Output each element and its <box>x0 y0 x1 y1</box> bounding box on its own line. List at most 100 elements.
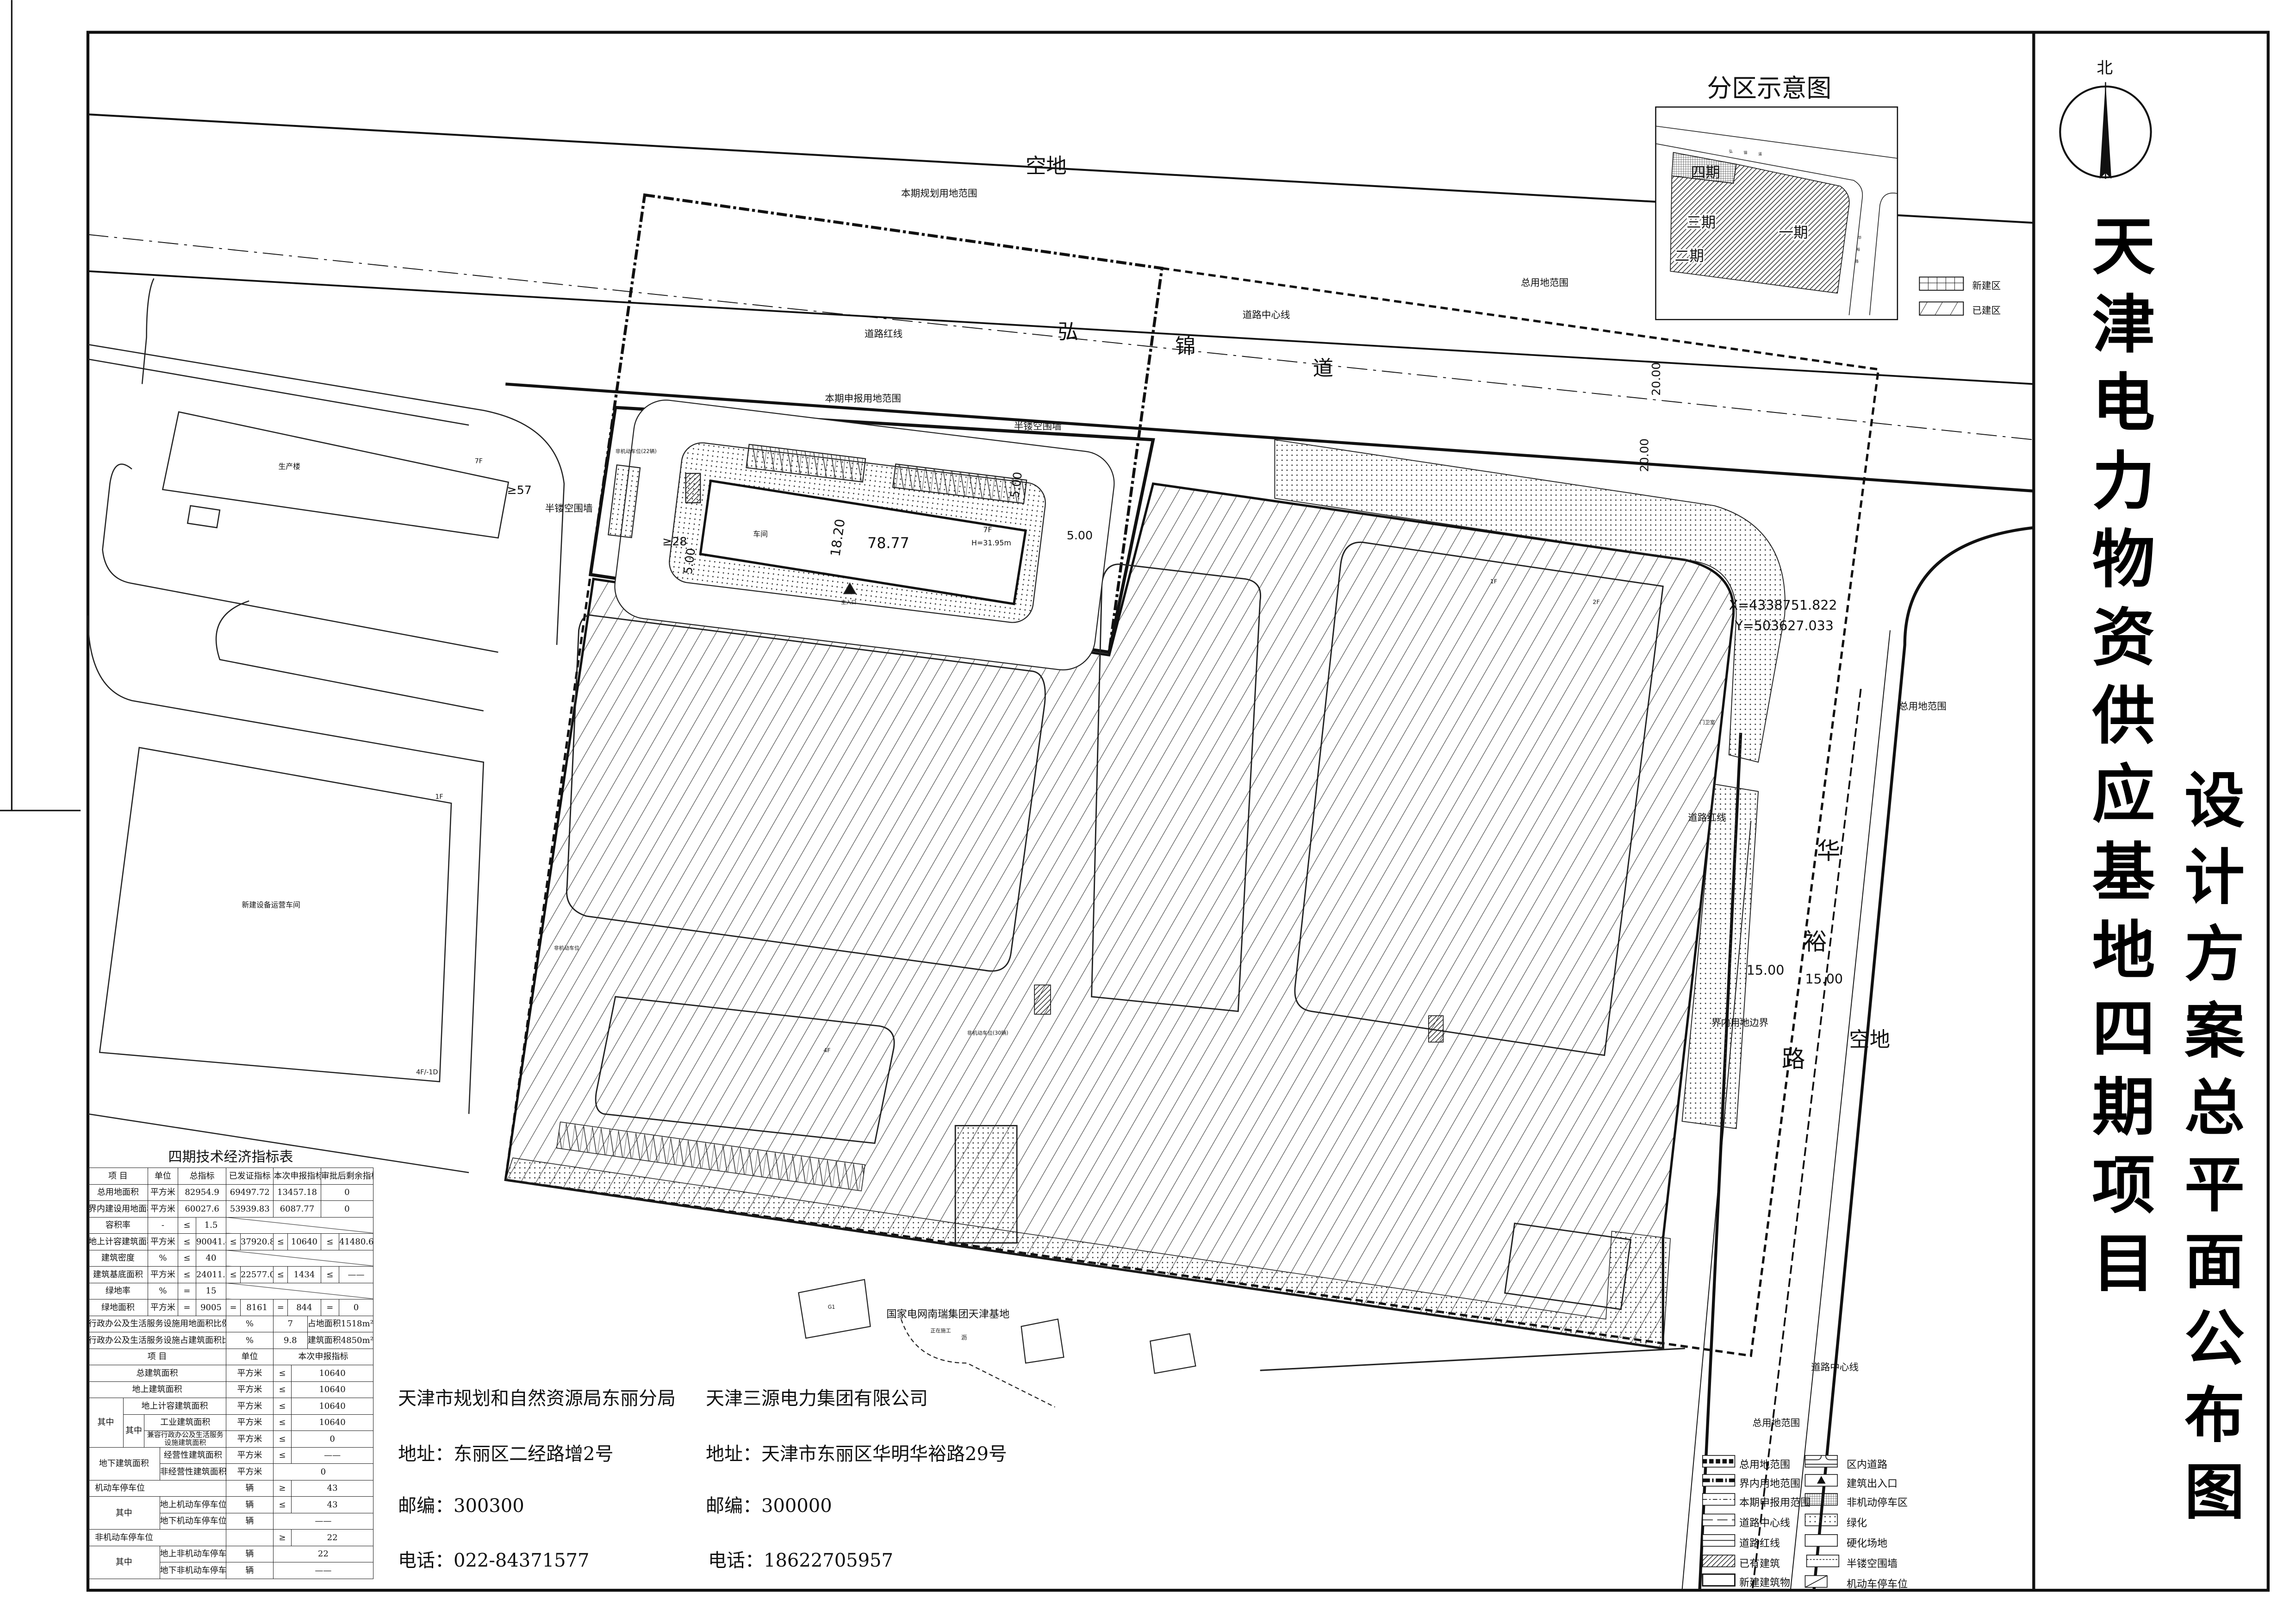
cell-issued: 37920.8 <box>240 1233 274 1250</box>
header-cell: 已发证指标 <box>226 1168 274 1185</box>
road-name-jin: 锦 <box>1175 335 1195 358</box>
cell-op: ≤ <box>320 1233 340 1250</box>
cell-op: ≤ <box>273 1365 292 1382</box>
cell-remaining: 0 <box>320 1184 374 1201</box>
cell-total: 1.5 <box>195 1217 227 1234</box>
table-row: 机动车停车位 辆 ≥ 43 <box>87 1480 373 1497</box>
cell-value: 10640 <box>291 1414 373 1431</box>
cell-op: ≤ <box>273 1381 292 1398</box>
cell-op: ≤ <box>273 1266 288 1283</box>
cell-op: = <box>320 1299 340 1316</box>
table-area-parking: 项 目 单位 本次申报指标 总建筑面积 平方米 ≤ 10640 地上建筑面积 平… <box>87 1348 374 1579</box>
cell-unit <box>226 1529 274 1546</box>
cell-item: 绿地面积 <box>88 1299 148 1316</box>
table-row: 绿地面积 平方米 = 9005 = 8161 = 844 = 0 <box>88 1299 373 1316</box>
table-row: 界内建设用地面积 平方米 60027.6 53939.83 6087.77 0 <box>88 1200 374 1218</box>
header-cell: 总指标 <box>178 1168 227 1185</box>
cell-item: 机动车停车位 <box>87 1480 227 1497</box>
legend-item: 非机动停车区 <box>1847 1497 1908 1509</box>
cell-op: ≥ <box>273 1529 292 1546</box>
label-plan-boundary: 本期规划用地范围 <box>901 187 977 199</box>
key-legend-existing: 已建区 <box>1972 305 2001 316</box>
label-entrance: 主入口 <box>841 599 856 605</box>
cell-item: 建筑基底面积 <box>88 1266 148 1283</box>
factory-building <box>566 614 1046 972</box>
cell-empty <box>226 1217 373 1234</box>
cell-empty <box>226 1249 373 1267</box>
table-row: 行政办公及生活服务设施占建筑面积比例 % 9.8 建筑面积4850m² <box>87 1332 374 1349</box>
cell-unit: 平方米 <box>147 1266 179 1283</box>
legend-item: 新建建筑物 <box>1739 1577 1791 1589</box>
dim-28: ≥28 <box>662 534 687 548</box>
tech-indicator-table: 四期技术经济指标表 项 目 单位 总指标 已发证指标 本次申报指标 审批后剩余指… <box>87 1147 374 1579</box>
cell-unit: 平方米 <box>226 1365 274 1382</box>
table-admin: 行政办公及生活服务设施用地面积比例 % 7 占地面积1518m² 行政办公及生活… <box>87 1315 374 1349</box>
cell-value: 22 <box>291 1529 373 1546</box>
label-4f: 4F <box>823 1047 830 1054</box>
project-title: 天津电力物资供应基地四期项目 <box>2081 213 2154 1308</box>
cell-op: = <box>273 1299 288 1316</box>
dim-5b: 5.00 <box>1067 528 1093 542</box>
label-road-center-north: 道路中心线 <box>1243 309 1290 320</box>
authority-phone: 电话：022-84371577 <box>398 1550 590 1571</box>
label-g1: G1 <box>828 1304 835 1310</box>
middle-building <box>1091 563 1261 1012</box>
legend-item: 硬化场地 <box>1847 1538 1888 1549</box>
cell-item: 地下机动车停车位 <box>159 1512 227 1530</box>
cell-item: 总建筑面积 <box>87 1365 227 1382</box>
cell-unit: % <box>147 1249 179 1267</box>
cell-current: 10640 <box>287 1233 321 1250</box>
label-bike: 非机动车位 <box>554 945 579 951</box>
label-fence-west: 半镂空围墙 <box>545 503 593 514</box>
cell-op: ≤ <box>273 1496 292 1513</box>
table-row: 地下建筑面积 经营性建筑面积 平方米 ≤ —— <box>88 1447 373 1480</box>
cell-unit: - <box>147 1217 179 1234</box>
legend-item: 道路红线 <box>1739 1538 1780 1549</box>
table-row: 建筑基底面积 平方米 ≤ 24011.04 ≤ 22577.04 ≤ 1434 … <box>88 1266 373 1283</box>
table-row: 行政办公及生活服务设施用地面积比例 % 7 占地面积1518m² <box>87 1315 374 1332</box>
key-road-5: 裕 <box>1856 247 1860 251</box>
workshop-height: H=31.95m <box>971 538 1011 547</box>
cell-op: ≤ <box>226 1266 241 1283</box>
cell-empty <box>226 1282 373 1299</box>
coord-y: Y=503627.033 <box>1734 618 1833 633</box>
cell-among: 其中 <box>88 1545 160 1579</box>
cell-item: 地上计容建筑面积 <box>123 1398 227 1415</box>
cell-item: 非经营性建筑面积 <box>159 1463 227 1480</box>
legend-item: 本期申报用范围 <box>1739 1497 1811 1509</box>
table-row: 其中 工业建筑面积 平方米 ≤ 10640 <box>88 1414 373 1448</box>
label-red-line-north: 道路红线 <box>865 328 902 339</box>
table-row: 其中 地上非机动车停车位 辆 22 <box>88 1545 374 1579</box>
label-production: 生产楼 <box>279 462 301 471</box>
key-zone-1: 一期 <box>1779 225 1808 241</box>
new-ops-floors2: 4F/-1D <box>416 1069 438 1076</box>
label-bike-22: 非机动车位(22辆) <box>616 448 657 454</box>
developer-name: 天津三源电力集团有限公司 <box>706 1388 928 1409</box>
cell-item: 建筑密度 <box>88 1249 148 1267</box>
cell-unit: 平方米 <box>147 1233 179 1250</box>
cell-op: = <box>178 1299 196 1316</box>
cell-item: 经营性建筑面积 <box>159 1447 227 1464</box>
cell-current: 844 <box>287 1299 321 1316</box>
cell-unit: % <box>147 1282 179 1299</box>
authority-address: 地址：东丽区二经路增2号 <box>398 1443 614 1465</box>
table-header-row: 项 目 单位 总指标 已发证指标 本次申报指标 审批后剩余指标 <box>88 1168 374 1185</box>
drawing-title: 设计方案总平面公布图 <box>2174 768 2245 1537</box>
label-road-center-east: 道路中心线 <box>1811 1362 1859 1373</box>
table-row: 其中 地上计容建筑面积 平方米 ≤ 10640 <box>88 1398 373 1448</box>
cell-item: 地上计容建筑面积 <box>88 1233 148 1250</box>
table-row: 容积率 - ≤ 1.5 <box>88 1217 373 1234</box>
label-inner-boundary: 界内用地边界 <box>1711 1017 1768 1028</box>
cell-remaining: 41480.6 <box>339 1233 373 1250</box>
cell-op: = <box>226 1299 241 1316</box>
cell-unit: 平方米 <box>147 1184 179 1201</box>
cell-unit: 平方米 <box>226 1463 274 1480</box>
cell-unit: 平方米 <box>226 1381 274 1398</box>
production-building <box>162 411 510 539</box>
cell-op: ≤ <box>273 1233 288 1250</box>
cell-unit: 辆 <box>226 1545 274 1562</box>
cell-item: 地上建筑面积 <box>87 1381 227 1398</box>
header-cell: 本次申报指标 <box>273 1348 374 1365</box>
developer-phone: 电话：18622705957 <box>708 1550 893 1571</box>
